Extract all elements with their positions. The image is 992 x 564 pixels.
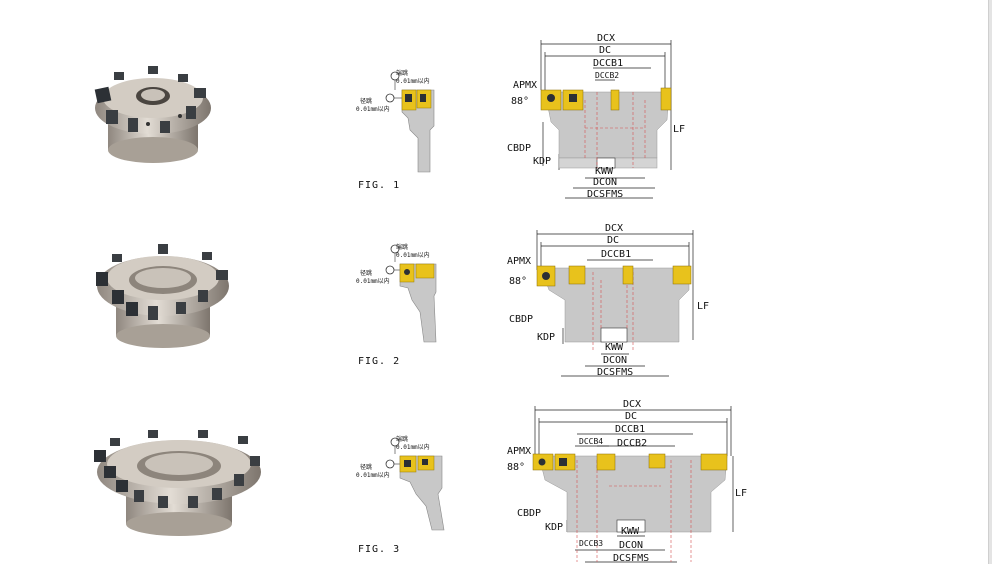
fig3-profile-drawing	[385, 437, 445, 531]
fig3-radial-tolerance: 0.01mm以内	[356, 472, 390, 479]
fig2-dim-angle: 88°	[509, 276, 527, 287]
fig3-dim-dccb2: DCCB2	[617, 438, 647, 449]
fig2-radial-runout-label: 径跳	[360, 270, 373, 277]
fig2-dim-apmx: APMX	[507, 256, 531, 267]
cutter-photo-2	[96, 244, 229, 348]
fig1-section-view: 端跳 0.01mm以内 径跳 0.01mm以内 FIG. 1	[356, 68, 446, 192]
fig3-face-tolerance: 0.01mm以内	[396, 444, 430, 451]
fig1-radial-runout-label: 径跳	[360, 98, 373, 105]
fig1-dimension-drawing: DCX DC DCCB1 DCCB2 APMX 88° LF CBDP KDP …	[507, 33, 685, 200]
fig2-section-view: 端跳 0.01mm以内 径跳 0.01mm以内 FIG. 2	[356, 242, 446, 370]
fig2-dim-dccb1: DCCB1	[601, 249, 631, 260]
fig2-dim-kww: KWW	[605, 342, 624, 353]
fig1-dim-dccb2: DCCB2	[595, 71, 619, 80]
fig1-dim-dcx: DCX	[597, 33, 615, 44]
fig3-dim-kww: KWW	[621, 526, 640, 537]
fig3-dimension-drawing: DCX DC DCCB1 DCCB4 DCCB2 APMX 88° LF CBD…	[507, 399, 747, 564]
fig3-section-view: 端跳 0.01mm以内 径跳 0.01mm以内 FIG. 3	[356, 434, 452, 560]
fig3-dim-angle: 88°	[507, 462, 525, 473]
fig3-dim-kdp: KDP	[545, 522, 563, 533]
fig2-dim-dc: DC	[607, 235, 619, 246]
fig3-face-runout-label: 端跳	[396, 436, 409, 443]
fig2-dim-dcsfms: DCSFMS	[597, 367, 633, 378]
fig1-dim-apmx: APMX	[513, 80, 537, 91]
fig2-radial-tolerance: 0.01mm以内	[356, 278, 390, 285]
fig3-radial-runout-label: 径跳	[360, 464, 373, 471]
fig2-dimension-drawing: DCX DC DCCB1 APMX 88° LF CBDP KDP KWW DC…	[507, 223, 709, 378]
fig2-dim-dcx: DCX	[605, 223, 623, 234]
fig2-dim-cbdp: CBDP	[509, 314, 533, 325]
fig3-dim-lf: LF	[735, 488, 747, 499]
cutter-photo-1	[94, 66, 211, 163]
fig1-dim-dc: DC	[599, 45, 611, 56]
fig2-face-tolerance: 0.01mm以内	[396, 252, 430, 259]
fig3-dim-cbdp: CBDP	[517, 508, 541, 519]
fig1-label: FIG. 1	[358, 180, 401, 191]
fig3-dim-dccb4: DCCB4	[579, 437, 603, 446]
fig1-dim-angle: 88°	[511, 96, 529, 107]
cutter-photo-3	[94, 430, 261, 536]
fig3-dim-dc: DC	[625, 411, 637, 422]
fig1-face-runout-label: 端跳	[396, 70, 409, 77]
fig1-profile-drawing	[385, 71, 435, 173]
fig2-dim-lf: LF	[697, 301, 709, 312]
fig3-dim-dcon: DCON	[619, 540, 643, 551]
fig1-dim-dccb1: DCCB1	[593, 58, 623, 69]
fig2-dim-kdp: KDP	[537, 332, 555, 343]
fig2-face-runout-label: 端跳	[396, 244, 409, 251]
fig1-dim-kdp: KDP	[533, 156, 551, 167]
fig1-dim-lf: LF	[673, 124, 685, 135]
fig1-radial-tolerance: 0.01mm以内	[356, 106, 390, 113]
fig3-dim-dcx: DCX	[623, 399, 641, 410]
fig2-profile-drawing	[385, 244, 437, 343]
fig2-dim-dcon: DCON	[603, 355, 627, 366]
fig3-dim-dccb1: DCCB1	[615, 424, 645, 435]
fig1-dim-kww: KWW	[595, 166, 614, 177]
fig3-dim-dcsfms: DCSFMS	[613, 553, 649, 564]
fig3-dim-apmx: APMX	[507, 446, 531, 457]
fig1-dim-cbdp: CBDP	[507, 143, 531, 154]
scrollbar[interactable]	[988, 0, 992, 564]
fig2-label: FIG. 2	[358, 356, 401, 367]
fig1-dim-dcsfms: DCSFMS	[587, 189, 623, 200]
fig3-label: FIG. 3	[358, 544, 401, 555]
fig1-dim-dcon: DCON	[593, 177, 617, 188]
fig3-dim-dccb3: DCCB3	[579, 539, 603, 548]
fig1-face-tolerance: 0.01mm以内	[396, 78, 430, 85]
